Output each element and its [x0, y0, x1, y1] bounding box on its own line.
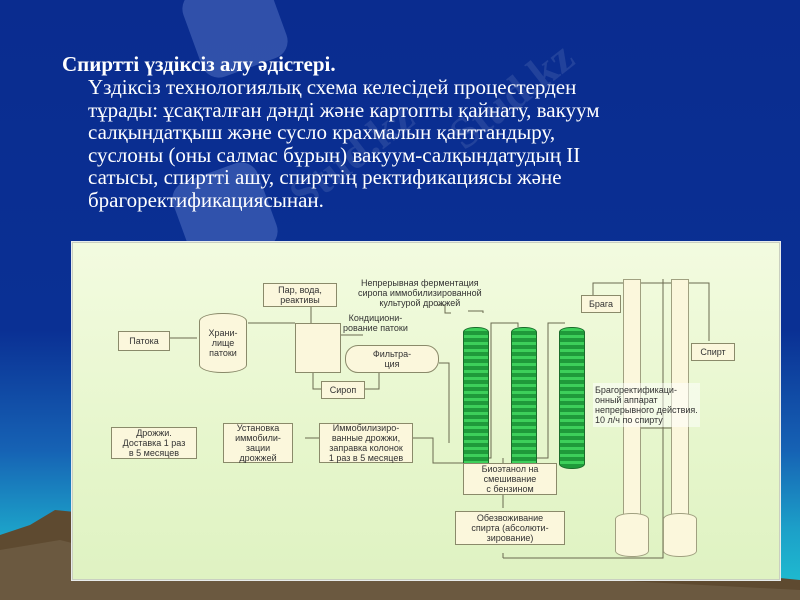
bioethanol: Биоэтанол на смешивание с бензином — [463, 463, 557, 495]
immobilized-yeast: Иммобилизиро- ванные дрожжи, заправка ко… — [319, 423, 413, 463]
conditioning-vessel — [295, 323, 341, 373]
yeast-immobilization: Установка иммобили- зации дрожжей — [223, 423, 293, 463]
dehydration: Обезвоживание спирта (абсолюти- зировани… — [455, 511, 565, 545]
braga-box: Брага — [581, 295, 621, 313]
paragraph-line: тұрады: ұсақталған дәнді және картопты қ… — [88, 97, 600, 122]
slide-title: Спиртті үздіксіз алу әдістері. — [62, 52, 336, 76]
fermentation-column-3 — [559, 327, 585, 469]
slide-paragraph: Үздіксіз технологиялық схема келесідей п… — [88, 76, 768, 211]
fermentation-column-2 — [511, 327, 537, 469]
paragraph-line: сатысы, спиртті ашу, спирттің ректификац… — [88, 165, 562, 189]
process-diagram: Патока Храни- лище патоки Пар, вода, реа… — [72, 242, 780, 580]
fermentation-column-1 — [463, 327, 489, 469]
molasses-truck: Патока — [118, 331, 170, 351]
fermentation-label: Непрерывная ферментация сиропа иммобилиз… — [358, 278, 482, 308]
spirit-box: Спирт — [691, 343, 735, 361]
paragraph-line: суслоны (оны салмас бұрын) вакуум-салқын… — [88, 142, 581, 167]
conditioning-label: Кондициони- рование патоки — [343, 313, 408, 333]
collector-drum-2 — [663, 513, 697, 557]
filtration: Фильтра- ция — [345, 345, 439, 373]
syrup: Сироп — [321, 381, 365, 399]
paragraph-line: салқындатқыш және сусло крахмалын қантта… — [88, 120, 556, 144]
steam-water-reagents: Пар, вода, реактивы — [263, 283, 337, 307]
yeast-delivery: Дрожжи. Доставка 1 раз в 5 месяцев — [111, 427, 197, 459]
storage-tank: Храни- лище патоки — [199, 313, 247, 373]
rectification-label: Брагоректификаци- онный аппарат непрерыв… — [593, 383, 700, 427]
collector-drum-1 — [615, 513, 649, 557]
paragraph-line: Үздіксіз технологиялық схема келесідей п… — [88, 75, 577, 99]
paragraph-line: брагоректификациясынан. — [88, 187, 324, 212]
